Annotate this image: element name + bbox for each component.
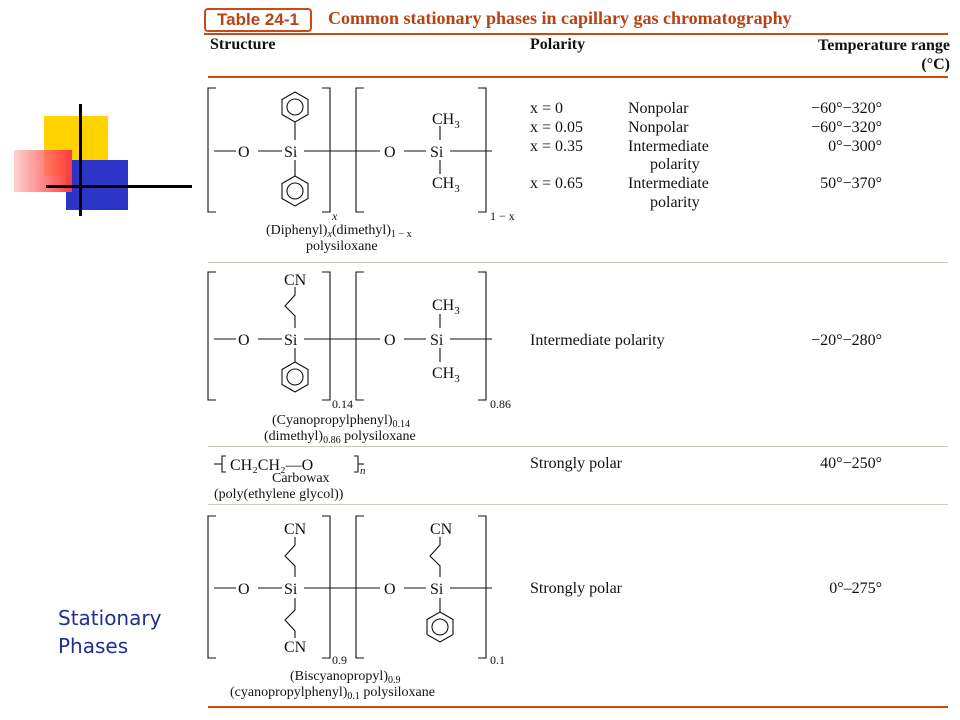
row1-temp-4: 50°−370° xyxy=(820,175,882,192)
row1-oxygen-right: O xyxy=(384,144,396,161)
stationary-phases-table: Table 24-1 Common stationary phases in c… xyxy=(204,0,960,720)
row4-polarity: Strongly polar xyxy=(530,580,622,597)
row3-temp: 40°−250° xyxy=(820,455,882,472)
row4-name-line1: (Biscyanopropyl)0.9 xyxy=(290,669,400,686)
decorative-horizontal-line xyxy=(46,185,192,188)
row2-methyl-bottom: CH3 xyxy=(432,365,460,385)
row1-temp-1: −60°−320° xyxy=(811,100,882,117)
row1-methyl-bottom: CH3 xyxy=(432,175,460,195)
row1-polarity-2: Nonpolar xyxy=(628,119,689,136)
row1-silicon-right: Si xyxy=(430,144,444,161)
table-bottom-rule xyxy=(208,706,948,708)
table-top-rule xyxy=(204,33,948,35)
row1-name-line1: (Diphenyl)x(dimethyl)1 − x xyxy=(266,223,412,240)
slide-caption-line2: Phases xyxy=(58,634,129,658)
header-temperature-line2: (°C) xyxy=(921,56,950,73)
row1-bracket-right-open xyxy=(355,87,364,213)
row2-oxygen-left: O xyxy=(238,332,250,349)
row1-bracket-left-close xyxy=(322,87,331,213)
row3-name-line2: (poly(ethylene glycol)) xyxy=(214,487,344,502)
row2-phenyl-ring xyxy=(281,361,309,393)
decorative-vertical-line xyxy=(79,104,82,216)
row3-polarity: Strongly polar xyxy=(530,455,622,472)
row1-x-value-2: x = 0.05 xyxy=(530,119,584,136)
row2-silicon-right: Si xyxy=(430,332,444,349)
row1-polarity-4-line2: polarity xyxy=(650,194,700,211)
row4-propyl-chain-right xyxy=(429,537,441,577)
row1-silicon-left: Si xyxy=(284,144,298,161)
row1-x-value-4: x = 0.65 xyxy=(530,175,584,192)
row4-subscript-right: 0.1 xyxy=(490,653,505,667)
row4-phenyl-ring xyxy=(426,611,454,643)
slide-caption-line1: Stationary xyxy=(58,606,162,630)
row4-cyano-right: CN xyxy=(430,521,453,538)
row1-bracket-right-close xyxy=(478,87,487,213)
row4-temp: 0°–275° xyxy=(829,580,882,597)
row3-formula: CH₂CH₂—O xyxy=(230,457,313,474)
row2-subscript-right: 0.86 xyxy=(490,397,511,411)
header-temperature-range: Temperature range (°C) xyxy=(774,36,950,74)
row1-phenyl-ring-top xyxy=(281,91,309,123)
row1-polarity-1: Nonpolar xyxy=(628,100,689,117)
row4-propyl-chain-top xyxy=(284,537,296,577)
row1-temp-3: 0°−300° xyxy=(828,138,882,155)
row4-name-line2: (cyanopropylphenyl)0.1 polysiloxane xyxy=(230,685,435,702)
row2-propyl-chain xyxy=(284,287,296,328)
row4-propyl-chain-bottom xyxy=(284,598,296,638)
table-number-badge: Table 24-1 xyxy=(204,8,312,32)
row3-formula-subscript: n xyxy=(360,465,366,477)
row1-methyl-top: CH3 xyxy=(432,111,460,131)
row1-subscript-left: x xyxy=(331,209,338,223)
row1-phenyl-ring-bottom xyxy=(281,175,309,207)
row1-name-line2: polysiloxane xyxy=(306,239,378,254)
table-title: Common stationary phases in capillary ga… xyxy=(328,8,792,28)
header-structure: Structure xyxy=(210,36,276,53)
row1-bracket-left-open xyxy=(207,87,216,213)
row2-name-line1: (Cyanopropylphenyl)0.14 xyxy=(272,413,410,430)
row2-cyano: CN xyxy=(284,272,307,289)
row-separator-2 xyxy=(208,446,948,447)
structures-svg: O Si O Si CH3 CH3 x 1 − x (Diphenyl)x(di… xyxy=(207,87,515,702)
row2-temp: −20°−280° xyxy=(811,332,882,349)
row-separator-1 xyxy=(208,262,948,263)
row1-oxygen-left: O xyxy=(238,144,250,161)
row2-polarity: Intermediate polarity xyxy=(530,332,665,349)
row1-temp-2: −60°−320° xyxy=(811,119,882,136)
row4-silicon-right: Si xyxy=(430,581,444,598)
row4-silicon-left: Si xyxy=(284,581,298,598)
row4-subscript-left: 0.9 xyxy=(332,653,347,667)
row1-x-value-1: x = 0 xyxy=(530,100,564,117)
row2-name-line2: (dimethyl)0.86 polysiloxane xyxy=(264,429,416,446)
row4-cyano-bottom: CN xyxy=(284,639,307,656)
header-polarity: Polarity xyxy=(530,36,586,53)
header-temperature-line1: Temperature range xyxy=(818,37,950,54)
table-header-rule xyxy=(208,76,948,78)
row-separator-3 xyxy=(208,504,948,505)
row3-name-line1: Carbowax xyxy=(272,471,330,486)
row4-oxygen-left: O xyxy=(238,581,250,598)
row1-polarity-3: Intermediate xyxy=(628,138,709,155)
row4-oxygen-right: O xyxy=(384,581,396,598)
row2-methyl-top: CH3 xyxy=(432,297,460,317)
slide-caption: Stationary Phases xyxy=(58,604,161,660)
row1-polarity-3-line2: polarity xyxy=(650,156,700,173)
row1-subscript-right: 1 − x xyxy=(490,209,515,223)
row2-silicon-left: Si xyxy=(284,332,298,349)
row1-polarity-4: Intermediate xyxy=(628,175,709,192)
row1-x-value-3: x = 0.35 xyxy=(530,138,584,155)
row2-subscript-left: 0.14 xyxy=(332,397,353,411)
row4-cyano-top: CN xyxy=(284,521,307,538)
row2-oxygen-right: O xyxy=(384,332,396,349)
